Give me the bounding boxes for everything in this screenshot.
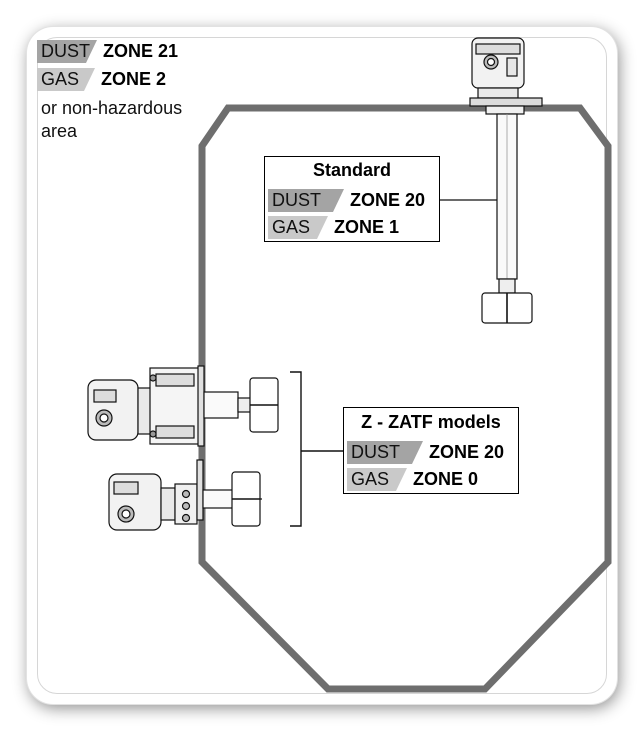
z-zatf-gas-zone: ZONE 0 — [413, 469, 479, 489]
standard-dust-row: DUST ZONE 20 — [268, 189, 425, 212]
z-zatf-title: Z - ZATF models — [361, 412, 501, 432]
diagram-frame — [27, 27, 617, 704]
standard-title: Standard — [312, 160, 391, 180]
z-zatf-box: Z - ZATF models DUST ZONE 20 GAS ZONE 0 — [343, 407, 519, 494]
z-zatf-dust-zone: ZONE 20 — [429, 442, 505, 462]
outside-area-note: or non-hazardous area — [41, 98, 183, 141]
top-level-switch — [469, 37, 543, 324]
outside-dust-tag: DUST — [37, 40, 97, 63]
z-zatf-dust-row: DUST ZONE 20 — [347, 441, 504, 464]
outside-dust-zone: ZONE 21 — [103, 41, 179, 61]
silo-outline — [198, 104, 612, 693]
standard-dust-tag: DUST — [268, 189, 344, 212]
outside-dust-row: DUST ZONE 21 — [37, 40, 178, 63]
upper-side-switch — [87, 365, 279, 447]
z-zatf-gas-tag: GAS — [347, 468, 407, 491]
standard-dust-zone: ZONE 20 — [350, 190, 426, 210]
standard-gas-tag: GAS — [268, 216, 328, 239]
outside-gas-row: GAS ZONE 2 — [37, 68, 166, 91]
standard-box: Standard DUST ZONE 20 GAS ZONE 1 — [264, 156, 440, 242]
standard-gas-row: GAS ZONE 1 — [268, 216, 399, 239]
z-zatf-bracket — [290, 371, 343, 527]
outside-gas-tag: GAS — [37, 68, 95, 91]
z-zatf-gas-row: GAS ZONE 0 — [347, 468, 478, 491]
outside-gas-zone: ZONE 2 — [101, 69, 167, 89]
standard-gas-zone: ZONE 1 — [334, 217, 400, 237]
lower-side-switch — [108, 459, 262, 531]
z-zatf-dust-tag: DUST — [347, 441, 423, 464]
